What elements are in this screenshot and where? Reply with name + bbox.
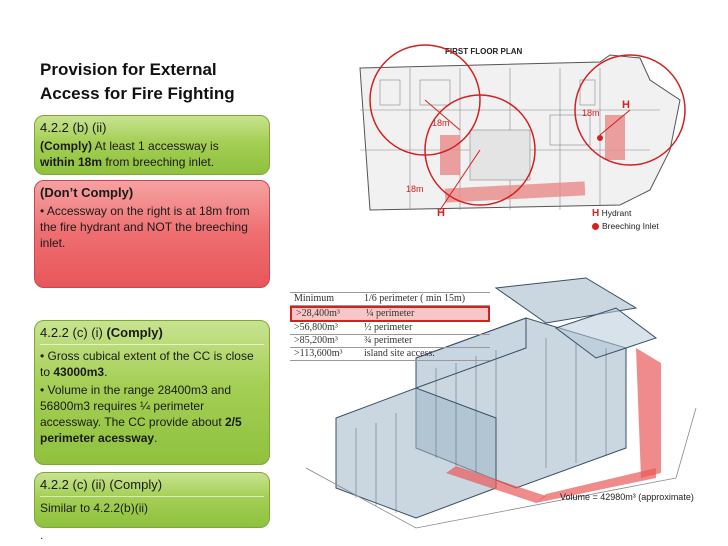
clause-heading: 4.2.2 (b) (ii) — [40, 120, 107, 135]
breeching-inlet-legend-icon — [592, 223, 599, 231]
perimeter-requirements-table: Minimum 1/6 perimeter ( min 15m) >28,400… — [290, 292, 490, 361]
clause-box-c-i: 4.2.2 (c) (i) (Comply) • Gross cubical e… — [34, 320, 270, 465]
legend-hydrant-label: Hydrant — [601, 208, 632, 218]
table-header-cell: Minimum — [294, 293, 335, 304]
plan-legend: H Hydrant Breeching Inlet — [592, 207, 659, 233]
slide-title: Provision for External Access for Fire F… — [40, 58, 270, 106]
noncomply-heading: (Don’t Comply) — [40, 185, 134, 200]
table-cell: >28,400m³ — [296, 308, 340, 319]
clause-text: At least 1 accessway is — [92, 139, 219, 153]
table-row: >56,800m³ ½ perimeter — [290, 322, 490, 335]
table-cell: ¾ perimeter — [364, 335, 413, 346]
volume-note: Volume = 42980m³ (approximate) — [560, 492, 694, 502]
clause-text-bold: within 18m — [40, 155, 103, 169]
clause-text: Similar to 4.2.2(b)(ii) — [40, 501, 149, 515]
hydrant-marker: H — [622, 99, 630, 111]
radius-label: 18m — [582, 108, 600, 118]
table-cell: >85,200m³ — [294, 335, 338, 346]
table-cell: island site access. — [364, 348, 435, 359]
table-row: >28,400m³ ¼ perimeter — [290, 306, 490, 322]
clause-text: • Volume in the range 28400m3 and 56800m… — [40, 383, 232, 429]
table-row: >113,600m³ island site access. — [290, 348, 490, 361]
comply-status: (Comply) — [106, 325, 163, 340]
clause-heading: 4.2.2 (c) (i) — [40, 325, 107, 340]
title-line-2: Access for Fire Fighting — [40, 84, 235, 103]
table-cell: >56,800m³ — [294, 322, 338, 333]
hydrant-marker: H — [437, 207, 445, 219]
clause-text: . — [154, 431, 158, 445]
floor-plan-drawing: 18m 18m 18m H H — [359, 44, 686, 219]
radius-label: 18m — [406, 184, 424, 194]
table-header-row: Minimum 1/6 perimeter ( min 15m) — [290, 292, 490, 306]
legend-inlet-label: Breeching Inlet — [602, 221, 659, 231]
clause-text: . — [104, 365, 108, 379]
clause-text: from breeching inlet. — [102, 155, 215, 169]
table-cell: ¼ perimeter — [366, 308, 415, 319]
table-cell: ½ perimeter — [364, 322, 413, 333]
clause-box-b-ii: 4.2.2 (b) (ii) (Comply) At least 1 acces… — [34, 115, 270, 175]
comply-status: (Comply) — [40, 139, 92, 153]
clause-text: • Gross cubical extent of the CC is clos… — [40, 349, 254, 379]
noncomply-text: • Accessway on the right is at 18m from … — [40, 204, 250, 250]
floor-plan-title: FIRST FLOOR PLAN — [445, 47, 523, 56]
hydrant-legend-icon: H — [592, 208, 600, 219]
clause-text-bold: 2/5 perimeter acessway — [40, 415, 242, 445]
table-row: >85,200m³ ¾ perimeter — [290, 335, 490, 348]
table-cell: >113,600m³ — [294, 348, 343, 359]
breeching-inlet-dot — [597, 135, 603, 141]
clause-heading: 4.2.2 (c) (ii) (Comply) — [40, 477, 163, 492]
trailing-dot: . — [40, 528, 44, 542]
clause-text-bold: 43000m3 — [53, 365, 105, 379]
table-header-cell: 1/6 perimeter ( min 15m) — [364, 293, 466, 304]
title-line-1: Provision for External — [40, 60, 217, 79]
radius-label: 18m — [432, 118, 450, 128]
clause-box-c-ii: 4.2.2 (c) (ii) (Comply) Similar to 4.2.2… — [34, 472, 270, 528]
noncomply-box: (Don’t Comply) • Accessway on the right … — [34, 180, 270, 288]
